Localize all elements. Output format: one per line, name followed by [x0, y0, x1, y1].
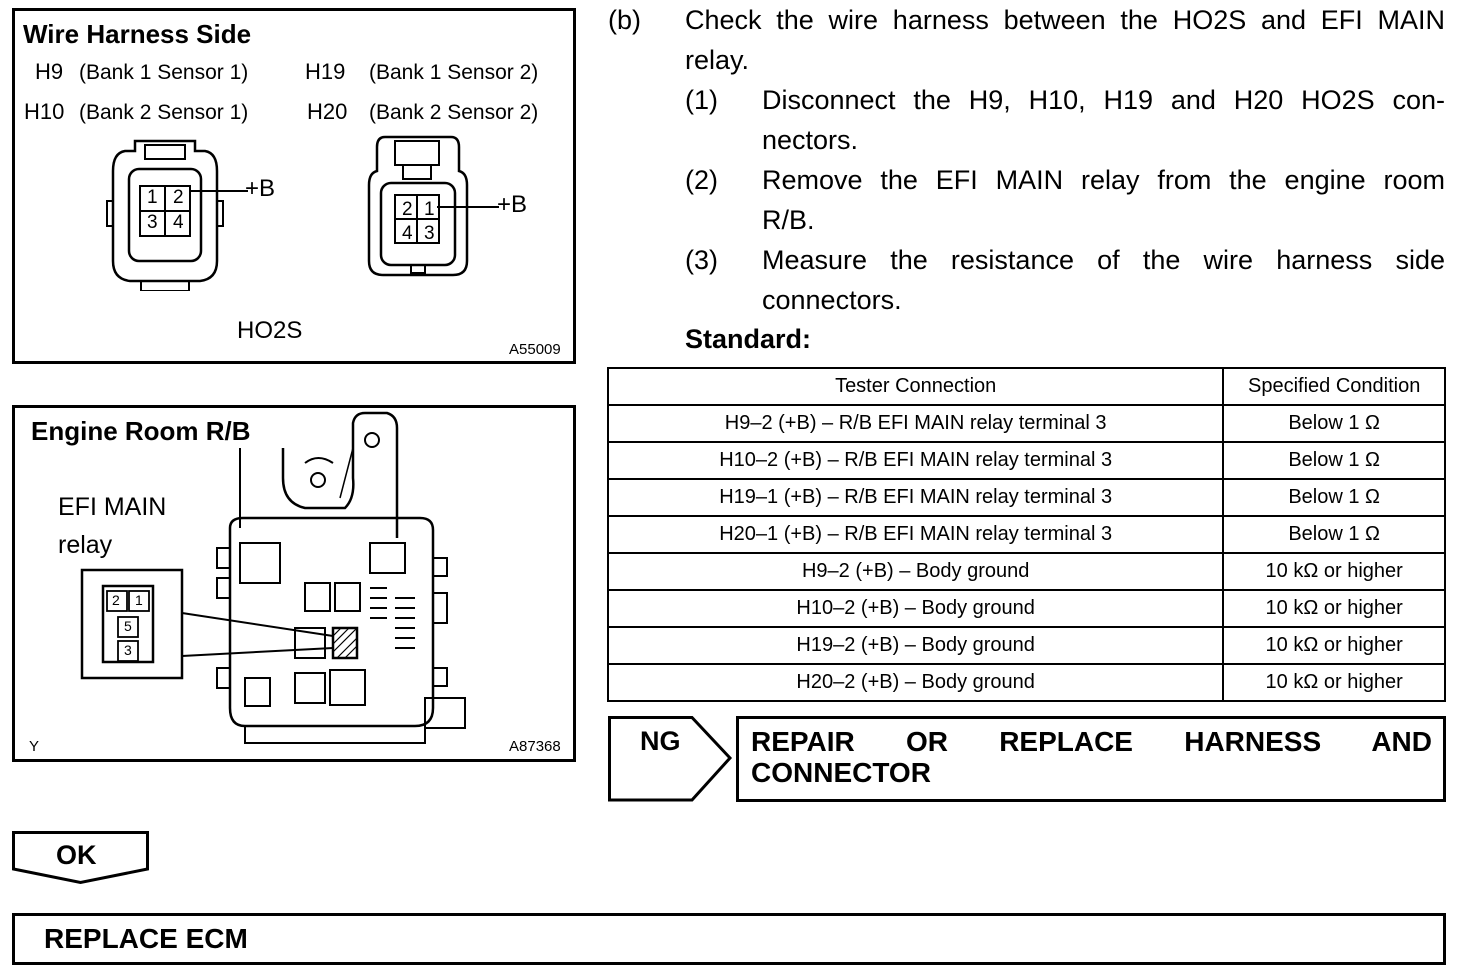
table-row: H10–2 (+B) – R/B EFI MAIN relay terminal… — [606, 441, 1446, 480]
connector-code-h9: H9 — [35, 59, 64, 84]
substep-1-line1: Disconnect the H9, H10, H19 and H20 HO2S… — [762, 85, 1445, 115]
rb-corner-mark: Y — [29, 738, 40, 755]
rb-figure-code: A87368 — [509, 738, 561, 755]
ng-label: NG — [640, 726, 681, 756]
specified-condition-cell: Below 1 Ω — [1222, 441, 1446, 480]
table-row: H10–2 (+B) – Body ground 10 kΩ or higher — [606, 589, 1446, 628]
tester-connection-cell: H20–2 (+B) – Body ground — [606, 663, 1225, 702]
connector-b-pin-1: 1 — [424, 199, 435, 220]
harness-figure-code: A55009 — [509, 341, 561, 358]
step-label: (b) — [608, 5, 641, 35]
ng-action-box — [736, 716, 1446, 802]
connector-code-h19: H19 — [305, 59, 346, 84]
relay-block-diagram — [80, 411, 466, 744]
specified-condition-cell: 10 kΩ or higher — [1222, 589, 1446, 628]
substep-3-line1: Measure the resistance of the wire harne… — [762, 245, 1445, 275]
relay-pin-3: 3 — [124, 642, 132, 658]
header-specified-condition: Specified Condition — [1222, 367, 1446, 406]
substep-2-line2: R/B. — [762, 205, 815, 235]
substep-3-line2: connectors. — [762, 285, 902, 315]
connector-a-pin-2: 2 — [173, 187, 184, 208]
step-text-line2: relay. — [685, 45, 750, 75]
tester-connection-cell: H20–1 (+B) – R/B EFI MAIN relay terminal… — [606, 515, 1225, 554]
table-row: H20–1 (+B) – R/B EFI MAIN relay terminal… — [606, 515, 1446, 554]
ng-action-line2: CONNECTOR — [751, 757, 931, 788]
standard-label: Standard: — [685, 324, 812, 354]
connector-code-h20: H20 — [307, 99, 348, 124]
connector-a-diagram — [106, 139, 224, 291]
wire-harness-figure: Wire Harness Side H9 (Bank 1 Sensor 1) H… — [12, 8, 576, 364]
relay-pin-5: 5 — [124, 618, 132, 634]
table-row: H19–1 (+B) – R/B EFI MAIN relay terminal… — [606, 478, 1446, 517]
tester-connection-cell: H19–2 (+B) – Body ground — [606, 626, 1225, 665]
specified-condition-cell: Below 1 Ω — [1222, 404, 1446, 443]
tester-connection-cell: H9–2 (+B) – R/B EFI MAIN relay terminal … — [606, 404, 1225, 443]
step-text-line1: Check the wire harness between the HO2S … — [685, 5, 1445, 35]
connector-desc-h19: (Bank 1 Sensor 2) — [369, 61, 539, 84]
ho2s-label: HO2S — [237, 317, 303, 344]
substep-3-num: (3) — [685, 245, 718, 275]
relay-pin-1: 1 — [135, 592, 143, 608]
substep-1-line2: nectors. — [762, 125, 859, 155]
ok-label: OK — [56, 840, 97, 870]
connector-a-pin-4: 4 — [173, 212, 184, 233]
rb-figure-title: Engine Room R/B — [31, 416, 251, 446]
connector-b-pin-3: 3 — [424, 223, 435, 244]
replace-ecm-label: REPLACE ECM — [44, 923, 248, 954]
connector-a-plus-b: +B — [245, 175, 276, 202]
specified-condition-cell: 10 kΩ or higher — [1222, 663, 1446, 702]
connector-b-leader — [437, 206, 499, 208]
specified-condition-cell: Below 1 Ω — [1222, 478, 1446, 517]
tester-connection-cell: H19–1 (+B) – R/B EFI MAIN relay terminal… — [606, 478, 1225, 517]
table-row: H20–2 (+B) – Body ground 10 kΩ or higher — [606, 663, 1446, 702]
connector-desc-h10: (Bank 2 Sensor 1) — [79, 101, 249, 124]
specified-condition-cell: 10 kΩ or higher — [1222, 552, 1446, 591]
relay-pin-2: 2 — [112, 592, 120, 608]
engine-room-rb-figure: Engine Room R/B EFI MAIN relay — [12, 405, 576, 762]
specified-condition-cell: Below 1 Ω — [1222, 515, 1446, 554]
table-header-row: Tester Connection Specified Condition — [606, 367, 1446, 406]
standard-table: Tester Connection Specified Condition H9… — [606, 367, 1446, 702]
ng-action-line1: REPAIR OR REPLACE HARNESS AND — [751, 726, 1432, 757]
tester-connection-cell: H10–2 (+B) – R/B EFI MAIN relay terminal… — [606, 441, 1225, 480]
substep-2-line1: Remove the EFI MAIN relay from the engin… — [762, 165, 1445, 195]
connector-b-pin-2: 2 — [402, 199, 413, 220]
substep-1-num: (1) — [685, 85, 718, 115]
tester-connection-cell: H9–2 (+B) – Body ground — [606, 552, 1225, 591]
table-row: H9–2 (+B) – Body ground 10 kΩ or higher — [606, 552, 1446, 591]
table-row: H9–2 (+B) – R/B EFI MAIN relay terminal … — [606, 404, 1446, 443]
efi-main-relay-label-line1: EFI MAIN — [58, 493, 167, 521]
ng-arrow-shape — [608, 716, 733, 802]
table-row: H19–2 (+B) – Body ground 10 kΩ or higher — [606, 626, 1446, 665]
connector-b-pin-4: 4 — [402, 223, 413, 244]
replace-ecm-box — [12, 913, 1446, 965]
specified-condition-cell: 10 kΩ or higher — [1222, 626, 1446, 665]
connector-a-pin-3: 3 — [147, 212, 158, 233]
connector-code-h10: H10 — [24, 99, 65, 124]
ok-arrow-shape — [12, 831, 149, 885]
harness-figure-title: Wire Harness Side — [23, 19, 252, 49]
substep-2-num: (2) — [685, 165, 718, 195]
connector-desc-h9: (Bank 1 Sensor 1) — [79, 61, 249, 84]
header-tester-connection: Tester Connection — [606, 367, 1225, 406]
connector-a-pin-1: 1 — [147, 187, 158, 208]
connector-b-plus-b: +B — [497, 191, 528, 218]
efi-main-relay-label-line2: relay — [58, 531, 113, 559]
connector-a-leader — [190, 190, 248, 192]
connector-desc-h20: (Bank 2 Sensor 2) — [369, 101, 539, 124]
tester-connection-cell: H10–2 (+B) – Body ground — [606, 589, 1225, 628]
connector-b-diagram — [367, 135, 469, 277]
